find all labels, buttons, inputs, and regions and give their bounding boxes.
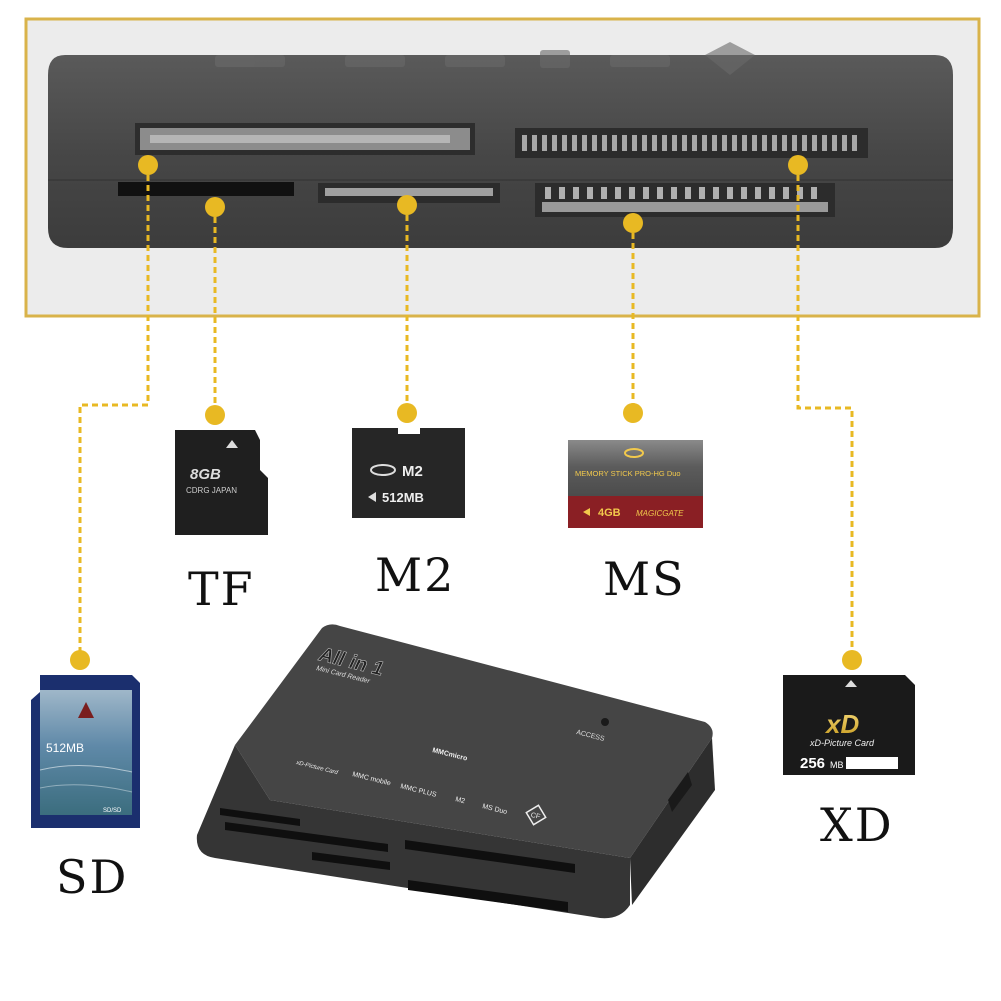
connector-pin [657, 187, 663, 199]
connector-pin [742, 135, 747, 151]
ms-title: MEMORY STICK PRO-HG Duo [575, 469, 681, 478]
connector-pin [692, 135, 697, 151]
label-sd: SD [56, 850, 129, 904]
reader-slot-label-6: CF [530, 812, 541, 821]
slot-m2 [318, 183, 500, 203]
access-led [601, 718, 609, 726]
connector-pin [682, 135, 687, 151]
connector-pin [562, 135, 567, 151]
sd-capacity: 512MB [46, 741, 84, 755]
connector-pin [842, 135, 847, 151]
connector-pin [699, 187, 705, 199]
connector-pin [532, 135, 537, 151]
connector-pin [822, 135, 827, 151]
connector-pin [752, 135, 757, 151]
connector-pin [797, 187, 803, 199]
connector-pin [615, 187, 621, 199]
connector-pin [601, 187, 607, 199]
connector-pin [811, 187, 817, 199]
connector-pin [722, 135, 727, 151]
connector-pin [582, 135, 587, 151]
connector-pin [769, 187, 775, 199]
leader-xd [796, 165, 854, 660]
connector-pin [542, 135, 547, 151]
connector-pin [545, 187, 551, 199]
connector-pin [552, 135, 557, 151]
reader-slot-label-4: M2 [455, 796, 466, 805]
leader-dots [70, 155, 862, 670]
connector-pin [662, 135, 667, 151]
label-ms: MS [603, 552, 686, 606]
connector-pin [622, 135, 627, 151]
label-m2: M2 [375, 548, 456, 602]
xd-card: xD xD-Picture Card 256 MB [783, 675, 915, 775]
connector-pin [685, 187, 691, 199]
connector-pin [572, 135, 577, 151]
xd-logo: xD [824, 709, 859, 739]
connector-pin [573, 187, 579, 199]
slot-xd [515, 128, 868, 158]
connector-pin [802, 135, 807, 151]
sd-footer: SD/SD [103, 808, 122, 814]
connector-pin [727, 187, 733, 199]
connector-pin [592, 135, 597, 151]
connector-pin [762, 135, 767, 151]
m2-brand: M2 [402, 463, 423, 480]
ms-card: MEMORY STICK PRO-HG Duo 4GB MAGICGATE [568, 440, 703, 528]
tf-maker: CDRG JAPAN [186, 486, 237, 495]
connector-pin [522, 135, 527, 151]
connector-pin [792, 135, 797, 151]
ms-gate: MAGICGATE [636, 509, 684, 518]
connector-pin [713, 187, 719, 199]
m2-capacity: 512MB [382, 490, 424, 505]
connector-pin [741, 187, 747, 199]
slot-sd [135, 123, 475, 155]
connector-pin [702, 135, 707, 151]
cf-logo: CF [525, 804, 547, 826]
connector-pin [755, 187, 761, 199]
xd-subtitle: xD-Picture Card [809, 738, 875, 748]
connector-pin [672, 135, 677, 151]
m2-card: M2 512MB [352, 428, 465, 518]
leader-sd [78, 165, 150, 660]
xd-capacity: 256 [800, 755, 825, 772]
connector-pin [612, 135, 617, 151]
xd-unit: MB [830, 760, 844, 770]
connector-pin [643, 187, 649, 199]
connector-pin [812, 135, 817, 151]
slot-ms [535, 183, 835, 217]
connector-pin [732, 135, 737, 151]
sd-card: 512MB SD/SD [31, 675, 140, 828]
card-reader-device: All in 1 Mini Card Reader ACCESS xD-Pict… [196, 624, 715, 919]
connector-pin [642, 135, 647, 151]
closeup-engravings [215, 42, 755, 75]
tf-card: 8GB CDRG JAPAN [175, 430, 268, 535]
connector-pin [852, 135, 857, 151]
connector-pin [772, 135, 777, 151]
connector-pin [783, 187, 789, 199]
usb-port [668, 772, 692, 812]
connector-pin [652, 135, 657, 151]
connector-pin [671, 187, 677, 199]
connector-pin [587, 187, 593, 199]
label-xd: XD [820, 798, 894, 852]
leader-lines [78, 165, 854, 660]
connector-pin [832, 135, 837, 151]
connector-pin [559, 187, 565, 199]
connector-pin [712, 135, 717, 151]
connector-pin [782, 135, 787, 151]
label-tf: TF [188, 562, 255, 616]
connector-pin [602, 135, 607, 151]
tf-capacity: 8GB [190, 466, 221, 483]
ms-capacity: 4GB [598, 507, 621, 519]
slot-tf [118, 182, 294, 196]
reader-closeup [48, 42, 953, 248]
reader-front-slots [220, 808, 575, 912]
connector-pin [629, 187, 635, 199]
connector-pin [632, 135, 637, 151]
